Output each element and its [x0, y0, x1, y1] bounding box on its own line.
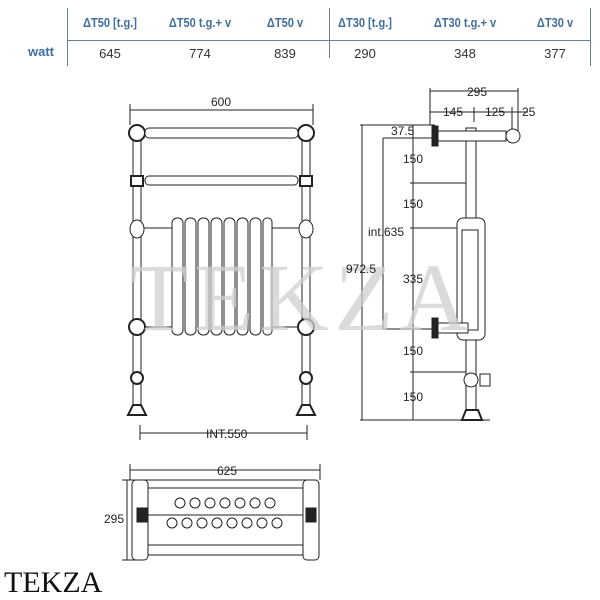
dim-top-depth: 295 [104, 512, 124, 526]
table-cell: 839 [274, 46, 296, 61]
column-header: ΔT50 v [266, 15, 304, 30]
dim-int-635: int.635 [368, 225, 404, 239]
side-view [360, 88, 528, 421]
top-view [122, 464, 321, 561]
table-cell: 348 [454, 46, 476, 61]
dim-25: 25 [522, 105, 536, 119]
dim-top-width: 625 [217, 464, 237, 478]
column-header: ΔT50 t.g.+ v [168, 15, 232, 30]
dim-int-width: INT.550 [206, 427, 248, 441]
column-header: ΔT30 [t.g.] [337, 15, 392, 30]
divider [67, 40, 590, 41]
table-cell: 645 [99, 46, 121, 61]
divider [590, 8, 591, 66]
dim-150: 150 [403, 152, 423, 166]
dim-150: 150 [403, 390, 423, 404]
column-header: ΔT30 t.g.+ v [433, 15, 497, 30]
row-label: watt [28, 44, 54, 59]
front-view [126, 104, 317, 440]
dim-335: 335 [403, 272, 423, 286]
dim-width: 600 [211, 95, 231, 109]
brand-logo: TEKZA [4, 566, 103, 599]
table-cell: 377 [544, 46, 566, 61]
dim-150: 150 [403, 197, 423, 211]
dim-145: 145 [443, 105, 463, 119]
table-cell: 774 [189, 46, 211, 61]
heat-output-table: watt ΔT50 [t.g.] ΔT50 t.g.+ v ΔT50 v ΔT3… [0, 0, 600, 70]
table-cell: 290 [354, 46, 376, 61]
divider [329, 8, 330, 58]
divider [67, 8, 68, 66]
column-header: ΔT50 [t.g.] [82, 15, 137, 30]
dim-150: 150 [403, 344, 423, 358]
dim-125: 125 [485, 105, 505, 119]
dim-972-5: 972.5 [346, 262, 376, 276]
dim-depth: 295 [467, 85, 487, 99]
radiator-sections [171, 217, 273, 336]
watermark: TEKZA [130, 244, 475, 351]
column-header: ΔT30 v [536, 15, 574, 30]
dim-37-5: 37.5 [391, 124, 415, 138]
